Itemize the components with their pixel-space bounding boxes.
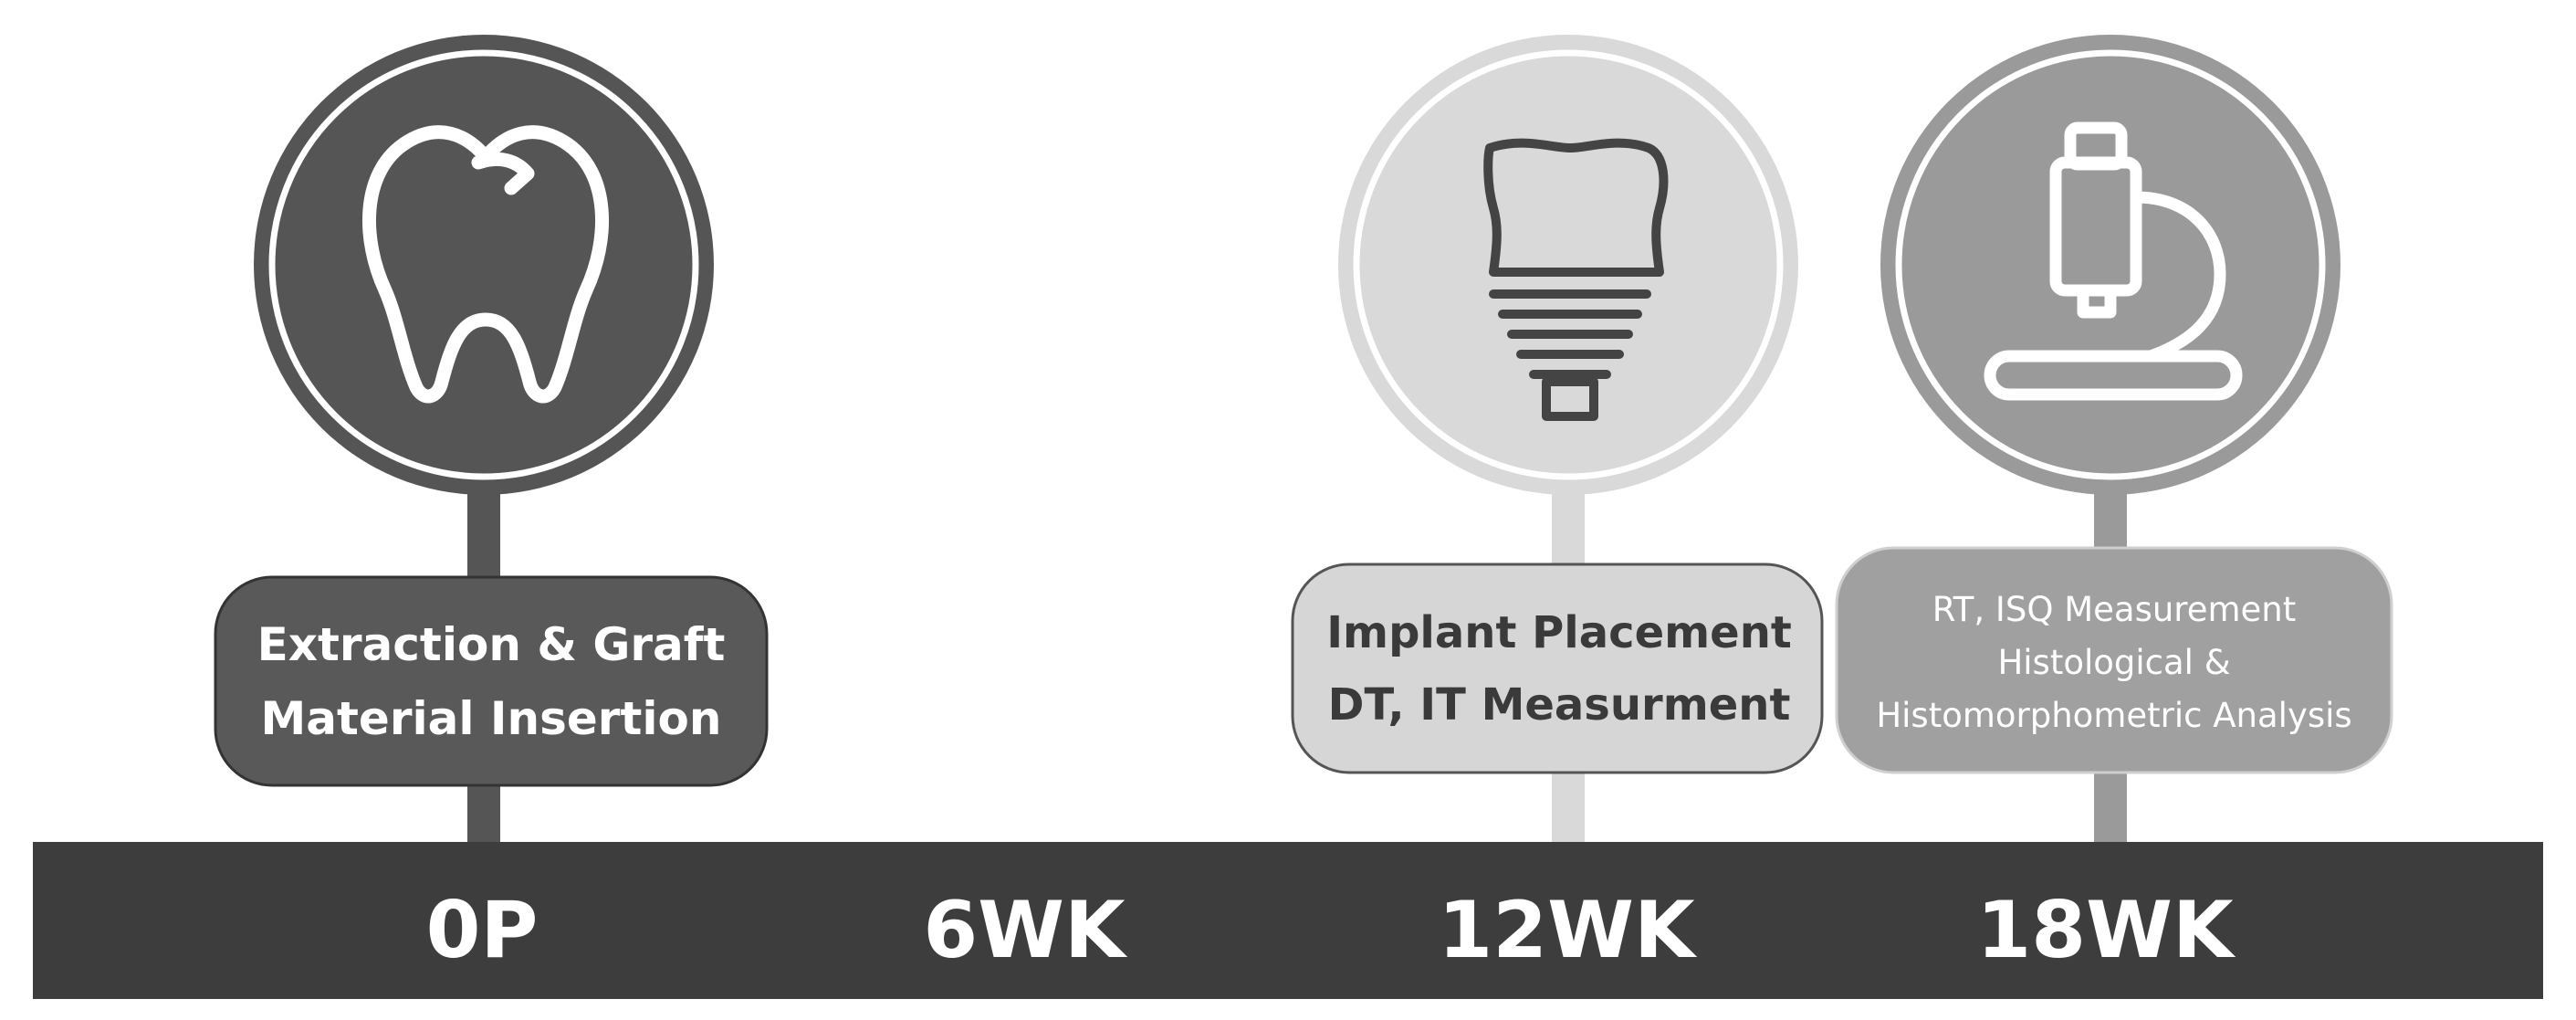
timeline-tick-label: 0P [426, 885, 539, 976]
milestone-extraction: Extraction & Graft Material Insertion [214, 35, 769, 849]
milestone-analysis: RT, ISQ Measurement Histological & Histo… [1835, 35, 2393, 849]
dental-implant-icon [1483, 138, 1669, 421]
milestone-label-line-1: Implant Placement [1326, 607, 1792, 658]
milestone-circle [1338, 35, 1798, 495]
timeline-tick-label: 18WK [1976, 885, 2236, 976]
milestone-label-box [1291, 563, 1824, 774]
milestone-label-box [1835, 546, 2393, 774]
tooth-icon [361, 125, 610, 404]
milestone-label-box [214, 575, 769, 787]
milestone-circle [1880, 35, 2340, 495]
microscope-icon [1984, 121, 2243, 401]
milestone-circle [254, 35, 714, 495]
milestone-label-line-2: Histological & [1997, 643, 2230, 682]
timeline-tick-label: 12WK [1438, 885, 1698, 976]
milestone-circle-ring [268, 49, 699, 480]
milestone-implant: Implant Placement DT, IT Measurment [1291, 35, 1824, 849]
milestone-label-line-1: RT, ISQ Measurement [1932, 590, 2296, 629]
milestone-label-line-1: Extraction & Graft [257, 618, 726, 671]
timeline-tick-label: 6WK [923, 885, 1128, 976]
milestone-label-line-2: DT, IT Measurment [1328, 679, 1791, 731]
timeline-bar [33, 842, 2543, 999]
milestone-circle-ring [1895, 49, 2326, 480]
milestone-label-line-3: Histomorphometric Analysis [1876, 696, 2351, 735]
milestone-circle-ring [1353, 49, 1784, 480]
milestone-label-line-2: Material Insertion [261, 692, 722, 745]
